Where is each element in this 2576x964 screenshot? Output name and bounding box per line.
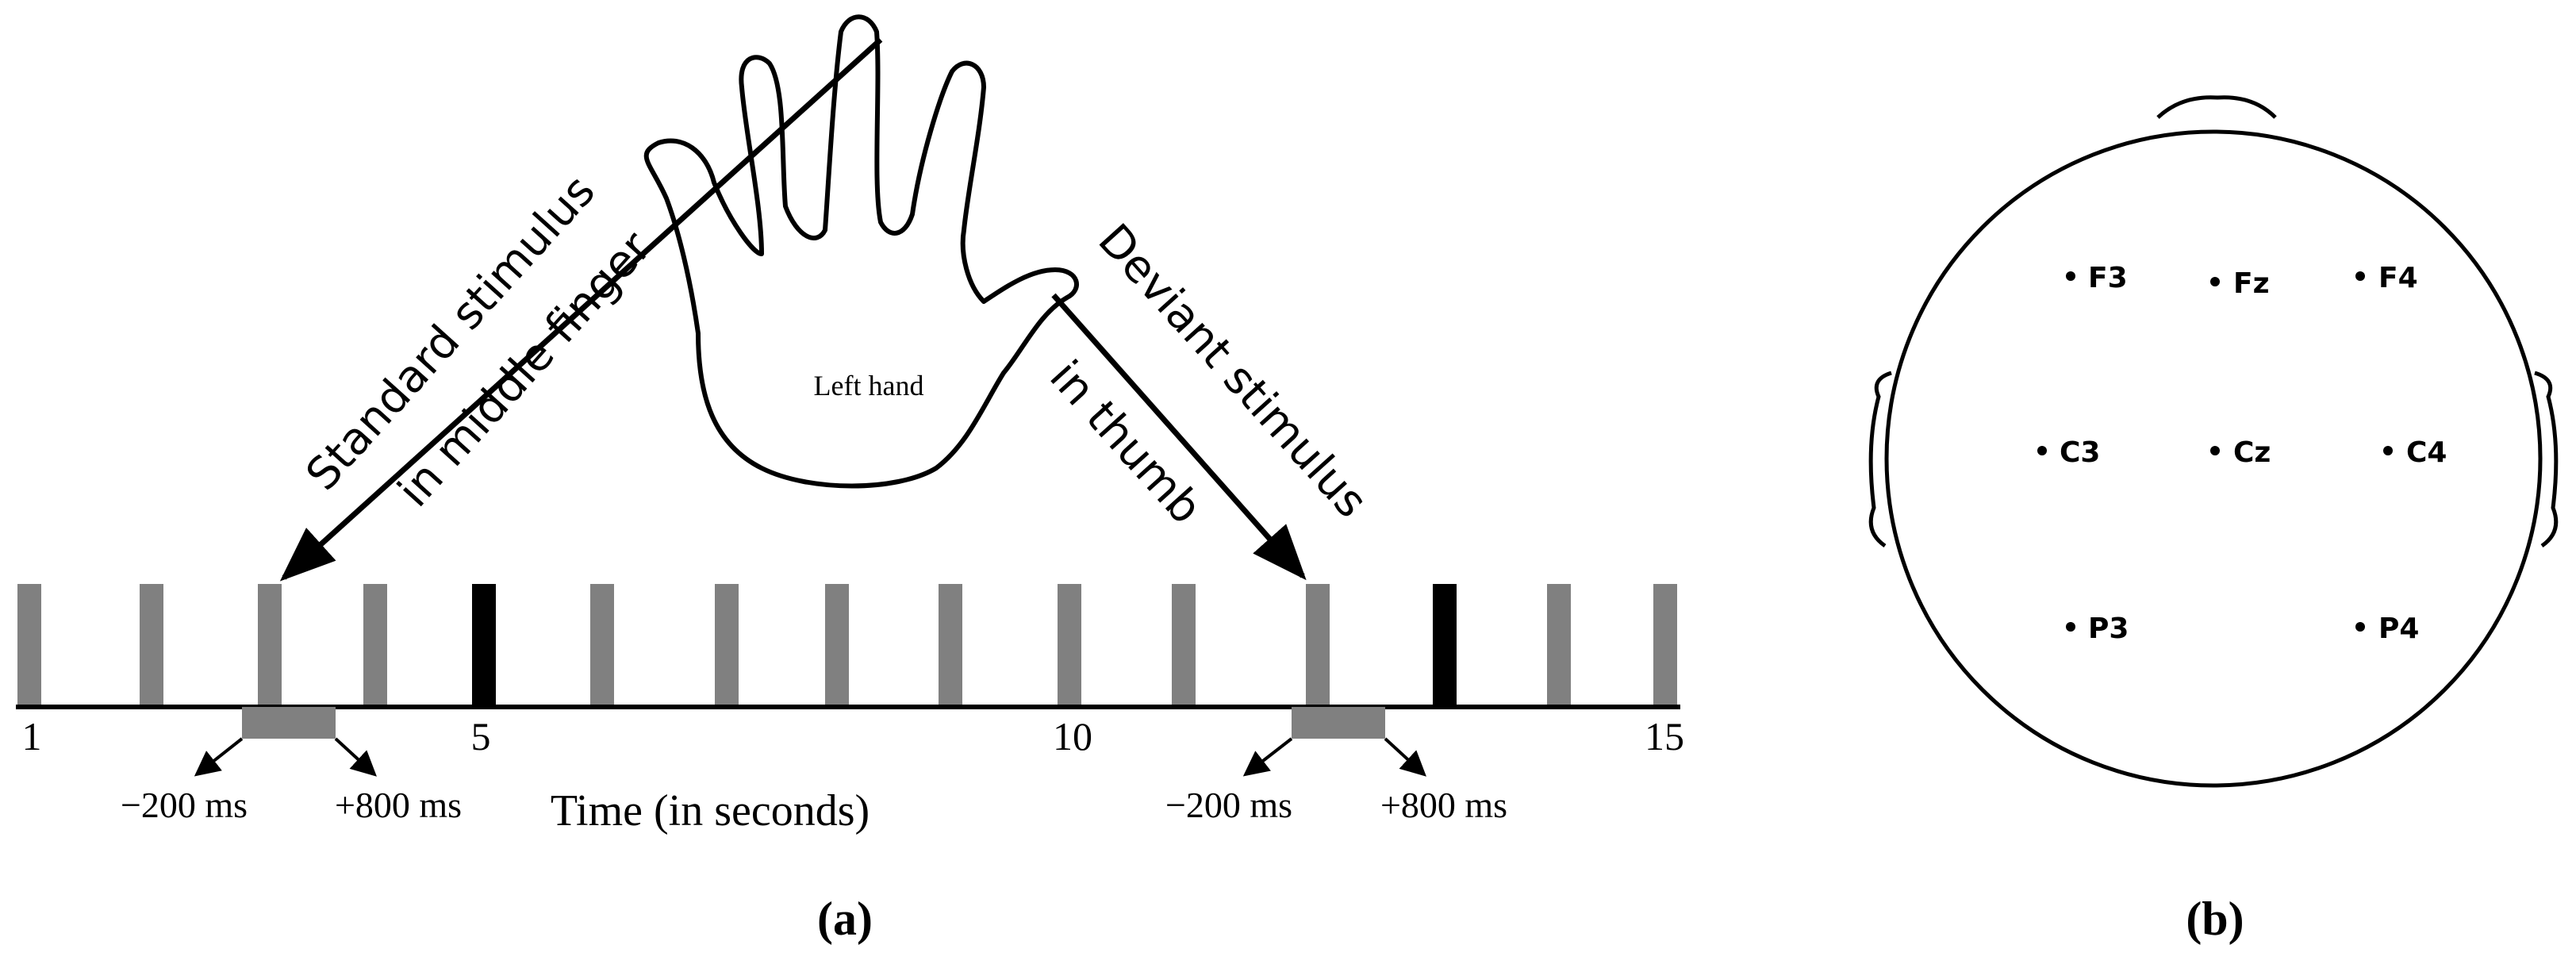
tick-label-1: 1 bbox=[22, 714, 42, 759]
standard-stimulus-bar bbox=[140, 584, 163, 705]
electrode-p4-label: P4 bbox=[2378, 613, 2419, 645]
epoch-window-1 bbox=[242, 707, 336, 739]
left-hand-drawing bbox=[643, 14, 1079, 489]
deviant-stimulus-bar bbox=[472, 584, 496, 705]
standard-stimulus-bar bbox=[715, 584, 739, 705]
electrode-cz: Cz bbox=[2210, 436, 2271, 469]
electrode-cz-label: Cz bbox=[2233, 436, 2271, 469]
epoch-window-1-start: −200 ms bbox=[121, 785, 248, 825]
stimulus-bars bbox=[17, 584, 1677, 705]
electrode-c4: C4 bbox=[2383, 436, 2447, 469]
deviant-stimulus-arrow bbox=[1051, 293, 1307, 581]
standard-stimulus-bar bbox=[1306, 584, 1330, 705]
epoch-window-2 bbox=[1292, 707, 1385, 739]
electrode-c3-label: C3 bbox=[2060, 436, 2100, 469]
panel-a: Left hand Standard stimulus in middle fi… bbox=[16, 14, 1684, 945]
deviant-stimulus-bar bbox=[1433, 584, 1457, 705]
epoch-window-1-left-arrow bbox=[194, 737, 244, 777]
standard-stimulus-bar bbox=[258, 584, 282, 705]
standard-stimulus-bar bbox=[1547, 584, 1571, 705]
panel-a-label: (a) bbox=[817, 893, 873, 945]
standard-stimulus-bar bbox=[363, 584, 387, 705]
tick-label-5: 5 bbox=[471, 714, 491, 759]
electrode-c4-label: C4 bbox=[2406, 436, 2447, 469]
electrode-f3-label: F3 bbox=[2088, 262, 2128, 294]
epoch-window-2-start: −200 ms bbox=[1165, 785, 1292, 825]
panel-b: F3 Fz F4 C3 Cz C4 P3 P4 bbox=[1868, 95, 2559, 945]
time-axis-label: Time (in seconds) bbox=[551, 786, 870, 835]
standard-stimulus-arrow bbox=[279, 37, 883, 582]
electrode-p3-label: P3 bbox=[2088, 613, 2129, 645]
epoch-window-2-end: +800 ms bbox=[1380, 785, 1507, 825]
epoch-window-2-right-arrow bbox=[1384, 737, 1426, 777]
electrode-fz: Fz bbox=[2210, 267, 2270, 300]
electrode-p4: P4 bbox=[2355, 613, 2419, 645]
standard-stimulus-bar bbox=[590, 584, 614, 705]
tick-label-15: 15 bbox=[1645, 714, 1684, 759]
epoch-window-1-end: +800 ms bbox=[335, 785, 462, 825]
electrode-p3: P3 bbox=[2066, 613, 2129, 645]
standard-stimulus-bar bbox=[1058, 584, 1081, 705]
epoch-window-1-right-arrow bbox=[334, 737, 377, 777]
electrode-fz-label: Fz bbox=[2233, 267, 2270, 300]
standard-stimulus-bar bbox=[17, 584, 41, 705]
electrode-f4-label: F4 bbox=[2378, 262, 2418, 294]
hand-label: Left hand bbox=[814, 370, 924, 401]
head-outline bbox=[1884, 129, 2543, 788]
standard-stimulus-bar bbox=[1172, 584, 1196, 705]
epoch-window-2-left-arrow bbox=[1242, 737, 1293, 777]
standard-stimulus-bar bbox=[1653, 584, 1677, 705]
panel-b-label: (b) bbox=[2186, 893, 2244, 945]
head-nose bbox=[2156, 95, 2277, 119]
standard-stimulus-bar bbox=[825, 584, 849, 705]
standard-stimulus-bar bbox=[939, 584, 962, 705]
electrode-c3: C3 bbox=[2037, 436, 2100, 469]
electrode-f4: F4 bbox=[2355, 262, 2418, 294]
head-right-ear bbox=[2534, 371, 2559, 548]
tick-label-10: 10 bbox=[1053, 714, 1092, 759]
electrode-f3: F3 bbox=[2066, 262, 2128, 294]
head-left-ear bbox=[1868, 371, 1892, 548]
